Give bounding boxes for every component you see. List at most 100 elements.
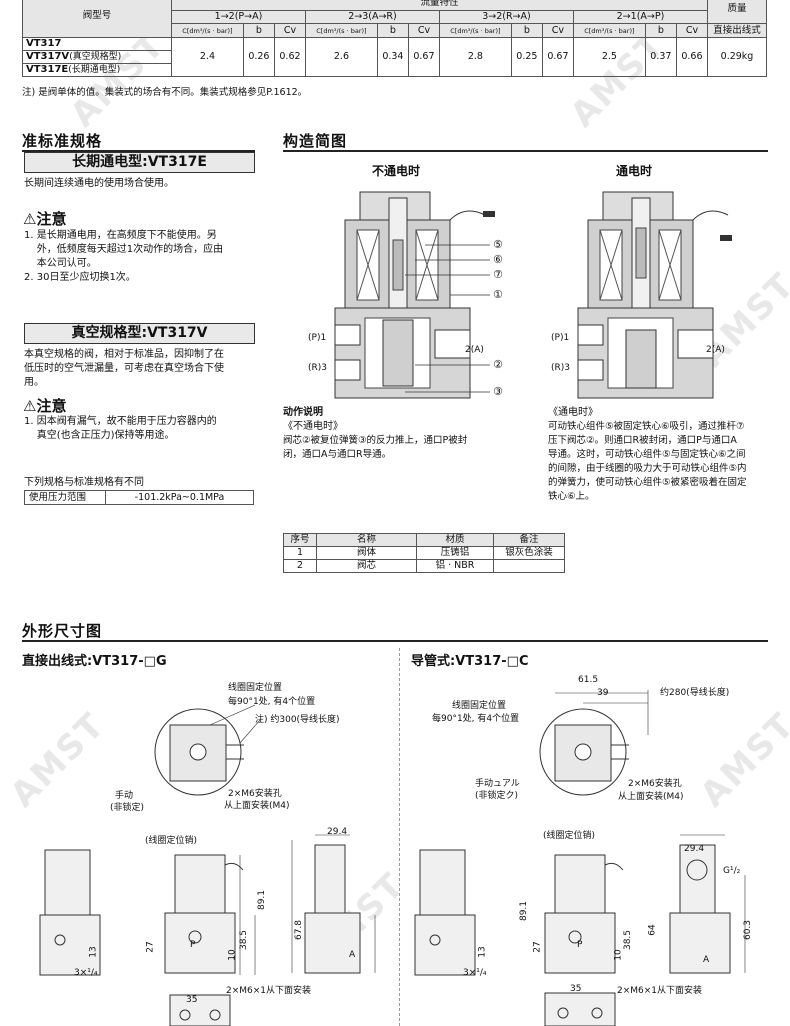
value-cell: 0.25 xyxy=(510,37,543,77)
label: 手动 xyxy=(115,791,134,801)
mat-header: 序号 xyxy=(283,533,317,547)
model-header: 阀型号 xyxy=(22,0,172,38)
off-state-title: 不通电时 xyxy=(372,164,421,178)
left-dimension-drawing xyxy=(39,704,376,1026)
model-name: VT317E(长期通电型) xyxy=(22,63,172,77)
value-cell: 0.34 xyxy=(376,37,409,77)
on-text-3: 导通。这时，可动铁心组件⑤与固定铁心⑥之间 xyxy=(548,449,746,460)
sub-header-c: C[dm³/(s · bar)] xyxy=(438,23,512,38)
value-cell: 0.62 xyxy=(273,37,306,77)
vertical-divider xyxy=(399,648,400,1026)
dim: 13 xyxy=(88,946,99,958)
e-type-caution-1: 1. 是长期通电用，在高频度下不能使用。另 xyxy=(24,230,217,241)
dim: 89.1 xyxy=(257,889,268,911)
label: (非锁定) xyxy=(110,803,145,813)
callout-1: ① xyxy=(493,288,503,301)
sub-header-cv: Cv xyxy=(407,23,440,38)
label: 每90°1处, 有4个位置 xyxy=(432,714,520,724)
port-label: (P)1 xyxy=(551,333,570,343)
dim: 27 xyxy=(145,941,156,953)
pressure-label: 使用压力范围 xyxy=(24,490,106,505)
value-cell: 0.37 xyxy=(644,37,677,77)
direction-group: 2→3(A→R) xyxy=(304,10,440,24)
value-cell: 2.8 xyxy=(438,37,512,77)
label: (线圈定位销) xyxy=(145,836,198,846)
value-cell: 2.5 xyxy=(572,37,646,77)
divider xyxy=(22,640,768,642)
on-title: 《通电时》 xyxy=(548,407,598,418)
off-text-1: 阀芯②被复位弹簧③的反力推上，通口P被封 xyxy=(283,435,468,446)
label: 从上面安装(M4) xyxy=(224,801,290,811)
on-text-2: 压下阀芯②。则通口R被封闭，通口P与通口A xyxy=(548,435,737,446)
dim: 13 xyxy=(477,946,488,958)
sub-header-b: b xyxy=(510,23,543,38)
model-name: VT317 xyxy=(22,37,172,51)
right-dim-title: 导管式:VT317-□C xyxy=(411,654,529,669)
label: 线圈固定位置 xyxy=(228,683,283,693)
label: 2×M6安装孔 xyxy=(228,789,282,799)
mass-header: 质量 xyxy=(707,0,767,24)
sub-header-c: C[dm³/(s · bar)] xyxy=(171,23,244,38)
divider xyxy=(283,150,768,152)
sub-header-cv: Cv xyxy=(675,23,709,38)
value-cell: 0.66 xyxy=(675,37,709,77)
dimensions-title: 外形尺寸图 xyxy=(22,622,103,640)
divider xyxy=(22,150,255,152)
sub-header-c: C[dm³/(s · bar)] xyxy=(304,23,378,38)
mass-sub-header: 直接出线式 xyxy=(707,23,767,38)
action-title: 动作说明 xyxy=(283,407,323,418)
spec-note: 注) 是阀单体的值。集装式的场合有不同。集装式规格参见P.1612。 xyxy=(22,87,308,98)
mat-cell: 铝 · NBR xyxy=(416,559,494,573)
v-type-desc-2: 低压时的空气泄漏量，可考虑在真空场合下使 xyxy=(24,363,224,374)
on-text-4: 的间隙，由于线圈的吸力大于可动铁心组件⑤内 xyxy=(548,463,747,474)
label: 每90°1处, 有4个位置 xyxy=(228,697,316,707)
warning-icon: ⚠ xyxy=(23,210,37,228)
flow-spec-table: 阀型号 流量特性 质量 1→2(P→A) 2→3(A→R) 3→2(R→A) 2… xyxy=(22,0,767,77)
label: 约280(导线长度) xyxy=(660,688,730,698)
off-text-2: 闭，通口A与通口R导通。 xyxy=(283,449,392,460)
right-dimension-drawing xyxy=(414,690,746,1026)
pressure-value: -101.2kPa~0.1MPa xyxy=(105,490,254,505)
direction-group: 2→1(A→P) xyxy=(572,10,709,24)
label: 从上面安装(M4) xyxy=(618,792,684,802)
label: 3×¹/₄ xyxy=(463,968,487,978)
construction-title: 构造简图 xyxy=(283,132,348,150)
label: 手动ュアル xyxy=(475,779,520,789)
callout-7: ⑦ xyxy=(493,268,503,281)
direction-group: 3→2(R→A) xyxy=(438,10,574,24)
callout-3: ③ xyxy=(493,385,503,398)
pressure-table: 使用压力范围 -101.2kPa~0.1MPa xyxy=(24,490,254,505)
on-text-1: 可动铁心组件⑤被固定铁心⑥吸引，通过推杆⑦ xyxy=(548,421,745,432)
dim: 35 xyxy=(186,995,198,1005)
dim: 89.1 xyxy=(519,900,530,922)
label: 3×¹/₄ xyxy=(74,968,98,978)
v-type-desc-3: 用。 xyxy=(24,377,44,388)
dim: 64 xyxy=(647,924,658,936)
e-type-title: 长期通电型:VT317E xyxy=(24,152,255,173)
v-type-caution-2: 真空(也含正压力)保持等用途。 xyxy=(24,430,175,441)
dim: 60.3 xyxy=(743,919,754,941)
sub-header-b: b xyxy=(242,23,275,38)
port-a: A xyxy=(703,955,710,965)
port-label: 2(A) xyxy=(706,345,725,355)
mat-cell: 2 xyxy=(283,559,317,573)
standard-spec-title: 准标准规格 xyxy=(22,132,103,150)
dim: 10 xyxy=(613,949,624,961)
sub-header-b: b xyxy=(644,23,677,38)
on-state-title: 通电时 xyxy=(616,164,653,178)
sub-header-cv: Cv xyxy=(541,23,574,38)
dim: 67.8 xyxy=(294,919,305,941)
port-label: (R)3 xyxy=(551,363,571,373)
port-label: (R)3 xyxy=(308,363,328,373)
dim: 38.5 xyxy=(239,929,250,951)
dim: 38.5 xyxy=(623,929,634,951)
mat-cell: 阀体 xyxy=(316,546,417,560)
mat-cell: 1 xyxy=(283,546,317,560)
label: (线圈定位销) xyxy=(543,831,596,841)
v-type-desc-1: 本真空规格的阀，相对于标准品，因抑制了在 xyxy=(24,349,224,360)
valve-section-on xyxy=(577,191,732,399)
port-label: 2(A) xyxy=(465,345,484,355)
callout-5: ⑤ xyxy=(493,238,503,251)
dim: 61.5 xyxy=(578,675,599,685)
port-p: P xyxy=(190,940,196,950)
